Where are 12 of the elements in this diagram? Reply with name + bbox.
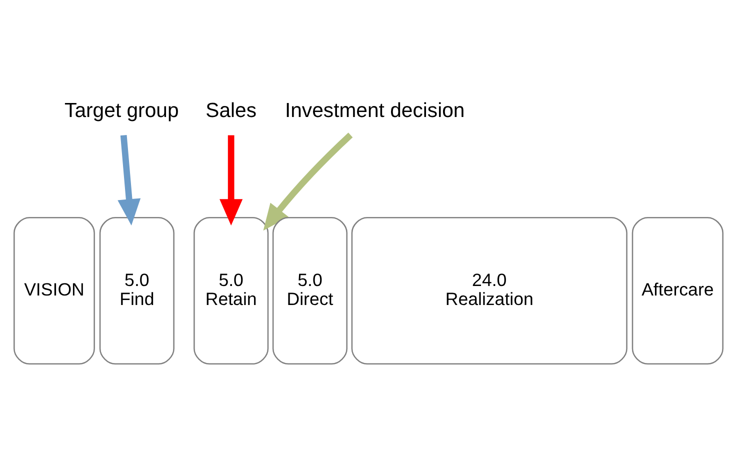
arrow: [118, 134, 141, 225]
arrow: [220, 134, 243, 226]
node-box: 5.0 Retain: [194, 216, 269, 364]
node-box: Aftercare: [632, 216, 724, 364]
node-box: 5.0 Find: [99, 216, 174, 364]
node-text: Target group: [64, 99, 179, 122]
node-text: Investment decision: [284, 99, 465, 122]
arrow: [263, 132, 353, 230]
node-box: 24.0 Realization: [351, 216, 628, 364]
node-box: 5.0 Direct: [272, 216, 348, 364]
node-box: VISION: [14, 216, 95, 364]
node-text: Sales: [206, 99, 257, 122]
